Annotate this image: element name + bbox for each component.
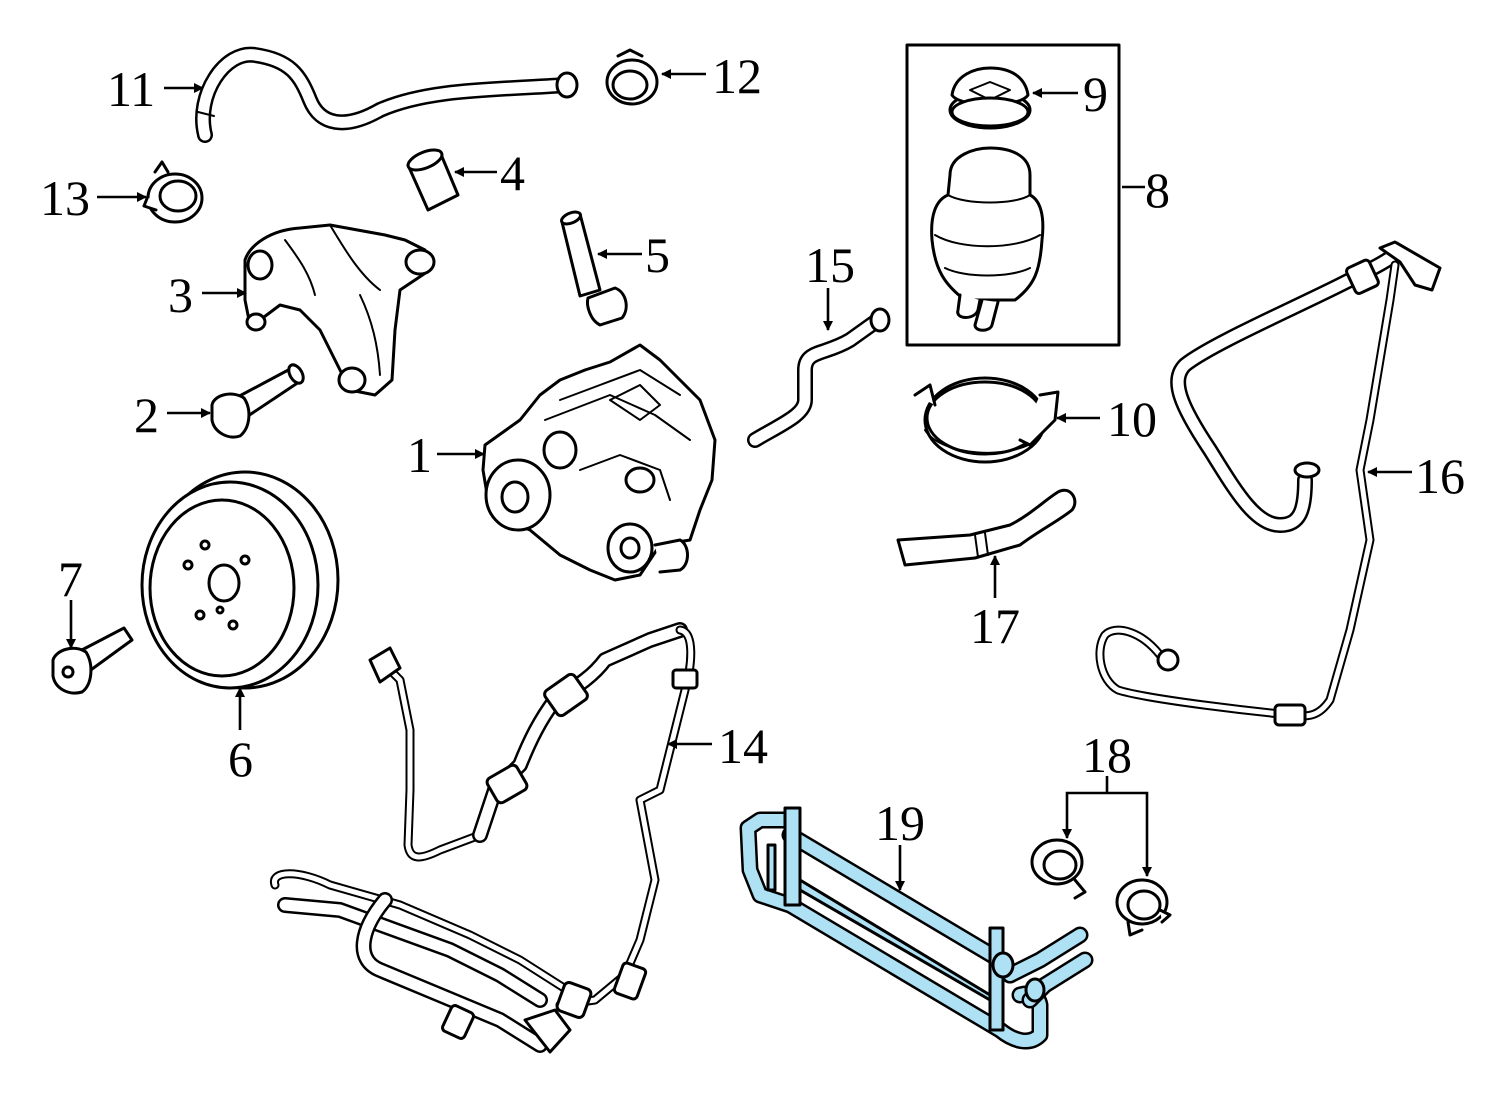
part-5-bolt[interactable] (560, 210, 628, 327)
part-12-clamp[interactable] (605, 48, 659, 106)
callout-labels: 1 2 3 4 5 6 7 8 9 10 11 12 13 14 15 16 1… (40, 48, 1465, 851)
part-18-clamps[interactable] (1030, 838, 1172, 937)
callout-7: 7 (58, 551, 83, 607)
part-13-clamp[interactable] (142, 160, 204, 224)
part-9-cap[interactable] (948, 66, 1032, 130)
callout-17: 17 (970, 598, 1020, 654)
callout-3: 3 (168, 267, 193, 323)
part-14-hose-assembly[interactable] (270, 622, 699, 1054)
part-6-pulley[interactable] (140, 470, 340, 690)
part-7-bolt[interactable] (51, 626, 134, 695)
callout-18: 18 (1082, 727, 1132, 783)
callout-2: 2 (134, 387, 159, 443)
callout-12: 12 (712, 48, 762, 104)
part-11-hose[interactable] (195, 46, 579, 143)
part-2-bolt[interactable] (210, 362, 306, 439)
part-8-reservoir-group[interactable] (905, 43, 1121, 347)
part-10-bracket[interactable] (913, 376, 1060, 464)
callout-5: 5 (645, 227, 670, 283)
callout-19: 19 (875, 795, 925, 851)
part-19-cooler[interactable] (739, 806, 1094, 1050)
callout-9: 9 (1083, 66, 1108, 122)
part-15-hose[interactable] (747, 307, 891, 448)
part-4-bushing[interactable] (405, 146, 460, 212)
callout-15: 15 (805, 237, 855, 293)
part-3-bracket[interactable] (243, 223, 436, 397)
part-16-line[interactable] (1095, 240, 1442, 727)
callout-14: 14 (718, 718, 768, 774)
callout-11: 11 (107, 61, 155, 117)
callout-10: 10 (1107, 391, 1157, 447)
callout-6: 6 (228, 731, 253, 787)
callout-13: 13 (40, 170, 90, 226)
part-1-pump[interactable] (481, 343, 717, 582)
callout-8: 8 (1145, 162, 1170, 218)
callout-16: 16 (1415, 448, 1465, 504)
callout-4: 4 (500, 145, 525, 201)
leader-lines (66, 69, 1412, 891)
part-17-hose[interactable] (896, 488, 1077, 567)
callout-1: 1 (407, 427, 432, 483)
